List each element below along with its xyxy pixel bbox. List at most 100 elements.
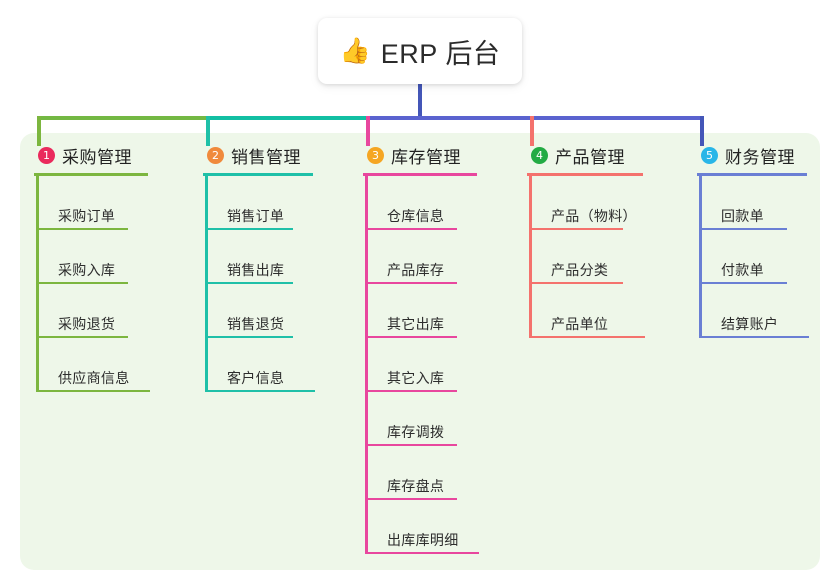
column-header-1[interactable]: 1 采购管理: [34, 142, 148, 168]
column-title-2: 销售管理: [231, 147, 301, 167]
leaf-item-label: 采购订单: [58, 208, 116, 224]
leaf-item-label: 产品单位: [551, 316, 609, 332]
leaf-item-label: 结算账户: [721, 316, 779, 332]
leaf-item-underline: [207, 336, 293, 338]
leaf-item-underline: [701, 336, 809, 338]
leaf-item-underline: [367, 498, 457, 500]
leaf-item-label: 产品分类: [551, 262, 609, 278]
leaf-item[interactable]: 其它入库: [365, 338, 477, 392]
diagram-panel: [20, 133, 820, 570]
leaf-item[interactable]: 仓库信息: [365, 176, 477, 230]
leaf-item-label: 采购入库: [58, 262, 116, 278]
leaf-item-label: 销售出库: [227, 262, 285, 278]
column-title-3: 库存管理: [391, 147, 461, 167]
leaf-item-underline: [367, 390, 457, 392]
column-rail-1: [36, 176, 39, 392]
column-2: 2 销售管理销售订单销售出库销售退货客户信息: [203, 142, 315, 392]
leaf-item-underline: [207, 282, 293, 284]
column-title-4: 产品管理: [555, 147, 625, 167]
column-header-3[interactable]: 3 库存管理: [363, 142, 477, 168]
leaf-item[interactable]: 产品（物料）: [529, 176, 643, 230]
column-rail-3: [365, 176, 368, 554]
leaf-item-underline: [367, 282, 457, 284]
leaf-item-underline: [531, 282, 623, 284]
leaf-item-label: 库存盘点: [387, 478, 445, 494]
leaf-item-underline: [38, 336, 128, 338]
column-underline-2: [203, 173, 313, 176]
column-items-1: 采购订单采购入库采购退货供应商信息: [34, 176, 150, 392]
column-underline-5: [697, 173, 807, 176]
leaf-item-underline: [207, 228, 293, 230]
leaf-item-underline: [367, 444, 457, 446]
leaf-item[interactable]: 库存盘点: [365, 446, 477, 500]
column-underline-3: [363, 173, 477, 176]
column-rail-4: [529, 176, 532, 338]
leaf-item-underline: [38, 282, 128, 284]
column-header-2[interactable]: 2 销售管理: [203, 142, 313, 168]
leaf-item-label: 客户信息: [227, 370, 285, 386]
column-badge-5: 5: [701, 146, 718, 164]
leaf-item[interactable]: 采购入库: [36, 230, 148, 284]
leaf-item-underline: [701, 228, 787, 230]
leaf-item-underline: [701, 282, 787, 284]
column-3: 3 库存管理仓库信息产品库存其它出库其它入库库存调拨库存盘点出库库明细: [363, 142, 479, 554]
bus-segment-middle: [206, 116, 366, 120]
leaf-item[interactable]: 销售退货: [205, 284, 313, 338]
leaf-item[interactable]: 销售订单: [205, 176, 313, 230]
column-badge-3: 3: [367, 146, 384, 164]
leaf-item-underline: [367, 552, 479, 554]
leaf-item-label: 采购退货: [58, 316, 116, 332]
drop-connector-4: [530, 116, 534, 146]
column-title-1: 采购管理: [62, 147, 132, 167]
leaf-item-label: 其它入库: [387, 370, 445, 386]
bus-segment-left: [37, 116, 206, 120]
leaf-item-label: 其它出库: [387, 316, 445, 332]
leaf-item[interactable]: 采购订单: [36, 176, 148, 230]
column-header-4[interactable]: 4 产品管理: [527, 142, 643, 168]
leaf-item-label: 仓库信息: [387, 208, 445, 224]
leaf-item-underline: [207, 390, 315, 392]
leaf-item-label: 销售订单: [227, 208, 285, 224]
leaf-item[interactable]: 产品库存: [365, 230, 477, 284]
leaf-item-underline: [531, 336, 645, 338]
column-rail-5: [699, 176, 702, 338]
leaf-item-label: 供应商信息: [58, 370, 130, 386]
column-4: 4 产品管理产品（物料） 产品分类产品单位: [527, 142, 645, 338]
leaf-item[interactable]: 销售出库: [205, 230, 313, 284]
column-1: 1 采购管理采购订单采购入库采购退货供应商信息: [34, 142, 150, 392]
leaf-item-label: 出库库明细: [387, 532, 459, 548]
leaf-item-label: 产品（物料）: [551, 208, 637, 224]
leaf-item[interactable]: 回款单: [699, 176, 807, 230]
column-items-2: 销售订单销售出库销售退货客户信息: [203, 176, 315, 392]
root-title-inner: 👍 ERP 后台: [340, 32, 501, 71]
leaf-item-label: 回款单: [721, 208, 764, 224]
leaf-item[interactable]: 客户信息: [205, 338, 315, 392]
leaf-item[interactable]: 库存调拨: [365, 392, 477, 446]
leaf-item[interactable]: 结算账户: [699, 284, 809, 338]
leaf-item[interactable]: 采购退货: [36, 284, 148, 338]
column-rail-2: [205, 176, 208, 392]
drop-connector-1: [37, 116, 41, 146]
drop-connector-3: [366, 116, 370, 146]
column-items-5: 回款单付款单结算账户: [697, 176, 809, 338]
leaf-item[interactable]: 产品单位: [529, 284, 645, 338]
leaf-item-underline: [367, 228, 457, 230]
column-badge-2: 2: [207, 146, 224, 164]
leaf-item[interactable]: 其它出库: [365, 284, 477, 338]
column-badge-4: 4: [531, 146, 548, 164]
leaf-item-label: 库存调拨: [387, 424, 445, 440]
column-underline-1: [34, 173, 148, 176]
leaf-item[interactable]: 产品分类: [529, 230, 643, 284]
leaf-item-underline: [38, 228, 128, 230]
leaf-item-label: 产品库存: [387, 262, 445, 278]
leaf-item-label: 付款单: [721, 262, 764, 278]
column-badge-1: 1: [38, 146, 55, 164]
leaf-item[interactable]: 付款单: [699, 230, 807, 284]
leaf-item-underline: [367, 336, 457, 338]
column-underline-4: [527, 173, 643, 176]
leaf-item[interactable]: 出库库明细: [365, 500, 479, 554]
column-items-3: 仓库信息产品库存其它出库其它入库库存调拨库存盘点出库库明细: [363, 176, 479, 554]
leaf-item[interactable]: 供应商信息: [36, 338, 150, 392]
